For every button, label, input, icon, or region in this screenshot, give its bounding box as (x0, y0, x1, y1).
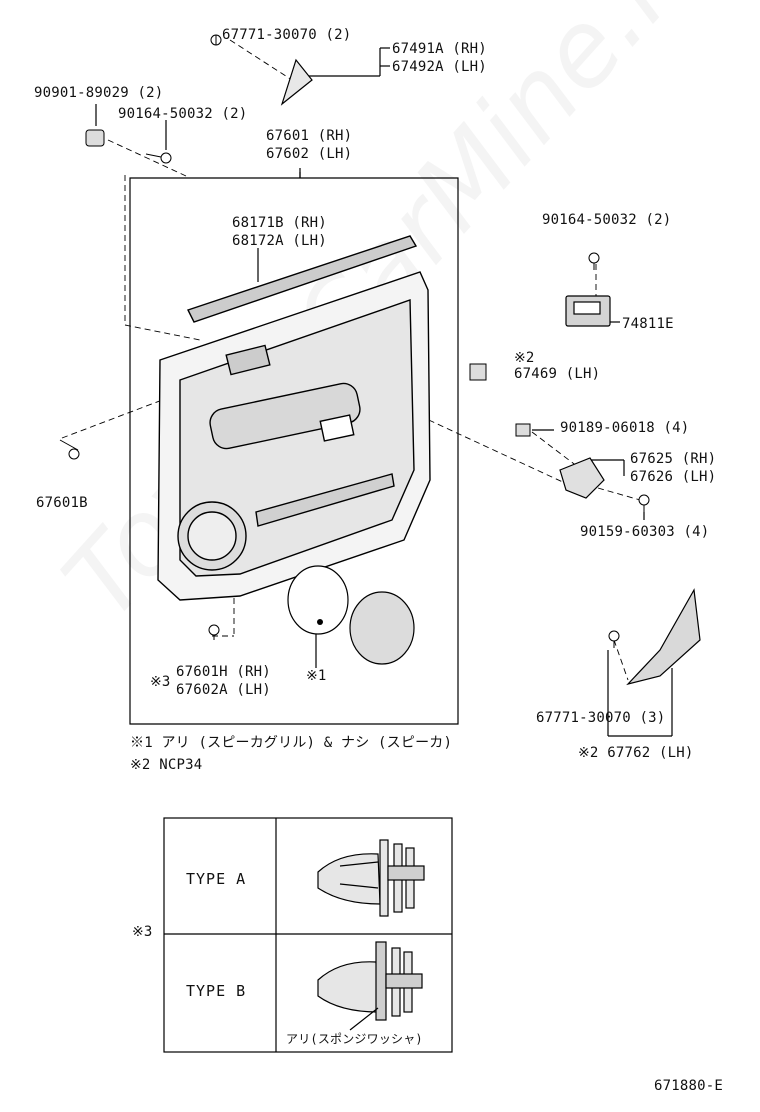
triangle-cover-top (280, 58, 313, 106)
label-ref1-mark: ※1 (306, 668, 327, 684)
figure-id: 671880-E (654, 1078, 724, 1094)
speaker-grille (287, 565, 349, 635)
clip-bottom-icon (208, 624, 220, 640)
clip-right-icon (515, 423, 531, 437)
label-handle-lh: 67626 (LH) (630, 469, 717, 485)
label-trim-cover: ※2 67762 (LH) (578, 745, 694, 761)
label-nut: 90901-89029 (2) (34, 85, 164, 101)
label-switch-base: 74811E (622, 316, 674, 332)
label-weatherstrip-lh: 68172A (LH) (232, 233, 327, 249)
table-type-b-caption: アリ(スポンジワッシャ) (286, 1032, 423, 1046)
label-board-lh: 67602 (LH) (266, 146, 353, 162)
label-cover-lh: 67492A (LH) (392, 59, 487, 75)
handle-icon (559, 457, 605, 499)
clip-top-icon (210, 34, 222, 46)
note-2: ※2 NCP34 (130, 757, 203, 773)
door-panel (157, 235, 431, 601)
label-screw-right: 90164-50032 (2) (542, 212, 672, 228)
label-cover-rh: 67491A (RH) (392, 41, 487, 57)
label-screw-left: 90164-50032 (2) (118, 106, 248, 122)
label-board-rh: 67601 (RH) (266, 128, 353, 144)
label-handle-rh: 67625 (RH) (630, 451, 717, 467)
label-ref2-mark: ※2 (514, 350, 535, 366)
label-clip-bottom-rh: 67601H (RH) (176, 664, 271, 680)
clip-left-icon (59, 439, 80, 460)
bracket-icon (469, 363, 487, 381)
table-type-a: TYPE A (186, 870, 247, 888)
clip-trim-icon (608, 630, 620, 648)
label-ref3-mark: ※3 (150, 674, 171, 690)
trim-cover-icon (626, 588, 701, 686)
label-bracket: 67469 (LH) (514, 366, 601, 382)
speaker-cover (349, 591, 415, 665)
type-b-clip-icon (317, 941, 423, 1031)
note-1: ※1 アリ (スピーカグリル) & ナシ (スピーカ) (130, 735, 453, 751)
label-clip-right: 90189-06018 (4) (560, 420, 690, 436)
screw-right-icon (588, 252, 600, 270)
clip-type-table (163, 817, 453, 1053)
type-a-clip-icon (317, 839, 425, 917)
table-side-mark: ※3 (132, 924, 153, 940)
label-clip-trim: 67771-30070 (3) (536, 710, 666, 726)
bolt-right-icon (638, 494, 650, 512)
screw-left-icon (145, 152, 172, 164)
label-bolt-right: 90159-60303 (4) (580, 524, 710, 540)
label-weatherstrip-rh: 68171B (RH) (232, 215, 327, 231)
label-clip-left: 67601B (36, 495, 88, 511)
label-clip-top: 67771-30070 (2) (222, 27, 352, 43)
label-clip-bottom-lh: 67602A (LH) (176, 682, 271, 698)
nut-icon (85, 129, 105, 147)
switch-base-icon (565, 295, 611, 327)
table-type-b: TYPE B (186, 982, 247, 1000)
